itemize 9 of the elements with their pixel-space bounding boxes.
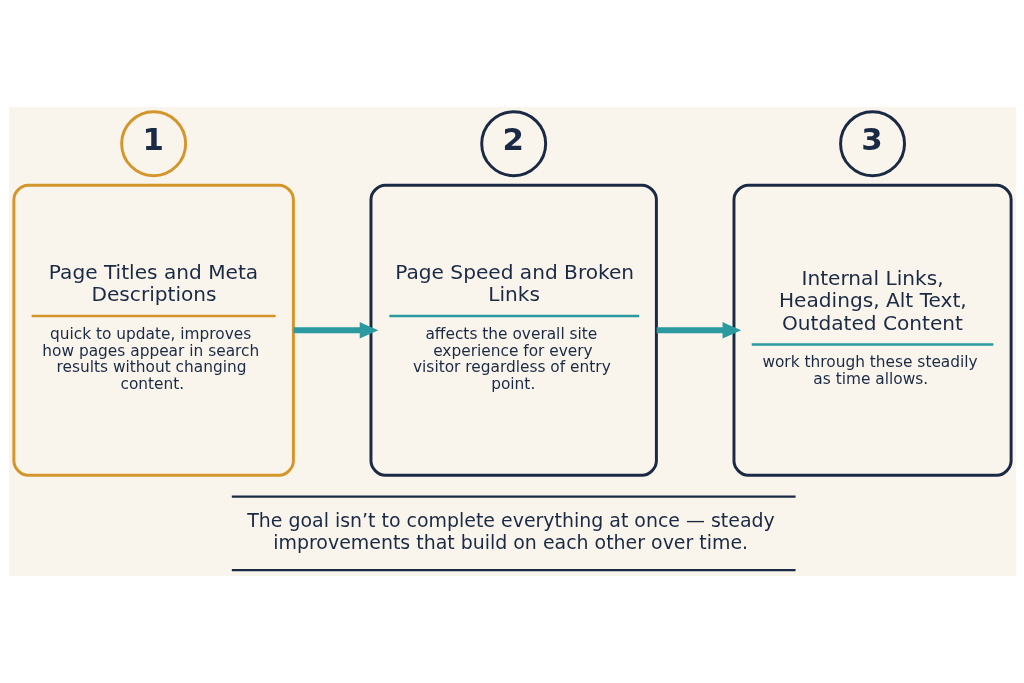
node-circle: 2 <box>479 110 547 178</box>
node-box: Page Speed and Broken Links affects the overall site experience for every visitor regardless of entry point. <box>369 183 658 477</box>
label: The goal isn’t to complete everything at once — steady improvements that build on each other over time. <box>246 509 775 553</box>
node-box: Internal Links, Headings, Alt Text, Outdated Content work through these steadily as time allows. <box>732 183 1013 477</box>
arrow <box>293 322 378 339</box>
node-circle: 3 <box>838 110 906 178</box>
node-box: Page Titles and Meta Descriptions quick to update, improves how pages appear in search results without changing content. <box>11 183 295 477</box>
node-circle: 1 <box>119 110 187 178</box>
arrow <box>656 322 741 339</box>
